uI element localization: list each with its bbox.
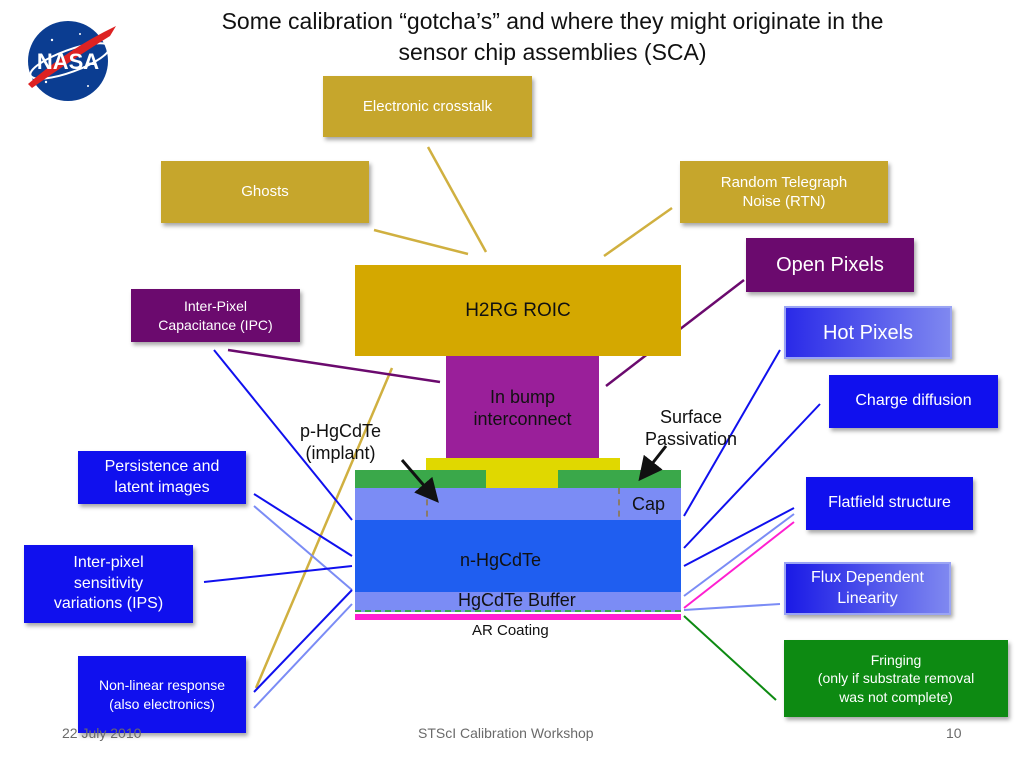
cap-label: Cap	[632, 494, 666, 514]
implant-label-1: p-HgCdTe	[300, 421, 382, 441]
flux-text-1: Flux Dependent	[811, 568, 924, 586]
line-flatfield-3	[683, 521, 795, 609]
callout-ips: Inter-pixel sensitivity variations (IPS)	[24, 545, 193, 623]
callout-rtn: Random Telegraph Noise (RTN)	[680, 161, 888, 223]
nasa-logo-graphic: NASA	[28, 21, 116, 101]
n-hgcdte-layer	[355, 520, 681, 592]
line-persistence-2	[253, 505, 353, 591]
line-nonlinear-gold	[254, 367, 394, 689]
line-ipc-blue	[213, 349, 353, 521]
line-ghosts	[373, 228, 469, 256]
footer-page-number: 10	[946, 725, 962, 741]
passivation-arrow	[638, 445, 668, 482]
bump-label-2: interconnect	[473, 409, 572, 429]
callout-charge-diffusion: Charge diffusion	[829, 375, 998, 428]
line-charge-diffusion	[683, 403, 821, 549]
implant-arrow	[400, 459, 439, 503]
line-flatfield-1	[683, 507, 795, 567]
footer-event: STScI Calibration Workshop	[418, 725, 594, 741]
electronic-crosstalk-text: Electronic crosstalk	[362, 97, 493, 115]
passivation-label-1: Surface	[660, 407, 723, 427]
callout-ghosts: Ghosts	[161, 161, 369, 223]
contact-yellow-center	[486, 458, 558, 488]
roic-label: H2RG ROIC	[465, 299, 571, 321]
ips-text-1: Inter-pixel	[73, 553, 144, 571]
line-flux	[683, 603, 781, 611]
bump-interconnect: In bump interconnect	[446, 356, 599, 458]
title-line-2: sensor chip assemblies (SCA)	[398, 39, 707, 65]
fringing-text-1: Fringing	[870, 652, 922, 669]
line-fringing	[683, 615, 777, 701]
nasa-logo: NASA	[18, 14, 118, 104]
persistence-text-1: Persistence and	[104, 457, 220, 475]
ar-coating-label: AR Coating	[472, 622, 549, 639]
callout-flatfield: Flatfield structure	[806, 477, 973, 530]
line-rtn	[603, 206, 673, 258]
ipc-text-2: Capacitance (IPC)	[158, 316, 273, 333]
flux-text-2: Linearity	[837, 589, 898, 607]
passivation-label-2: Passivation	[645, 429, 738, 449]
callout-flux-linearity: Flux Dependent Linearity	[784, 562, 951, 615]
flatfield-text: Flatfield structure	[828, 494, 951, 512]
line-nonlinear-2	[253, 603, 353, 709]
rtn-text-2: Noise (RTN)	[742, 193, 826, 210]
persistence-text-2: latent images	[114, 478, 210, 496]
nonlinear-text-2: (also electronics)	[109, 695, 215, 712]
fringing-text-3: was not complete)	[839, 688, 953, 705]
callout-hot-pixels: Hot Pixels	[784, 306, 952, 359]
hot-pixels-text: Hot Pixels	[822, 321, 914, 344]
buffer-label: HgCdTe Buffer	[458, 590, 576, 610]
ips-text-2: sensitivity	[73, 574, 144, 592]
ghosts-text: Ghosts	[241, 183, 289, 201]
line-ipc	[227, 348, 441, 384]
ipc-text-1: Inter-Pixel	[183, 298, 248, 315]
buffer-layer	[355, 592, 681, 612]
line-hot-pixels	[683, 349, 781, 517]
callout-open-pixels: Open Pixels	[746, 238, 914, 292]
title-line-1: Some calibration “gotcha’s” and where th…	[221, 8, 884, 34]
line-ips	[203, 565, 353, 583]
bump-label-1: In bump	[489, 387, 556, 407]
implant-label-2: (implant)	[305, 443, 376, 463]
callout-electronic-crosstalk: Electronic crosstalk	[323, 76, 532, 137]
line-persistence-1	[253, 493, 353, 557]
rtn-text-1: Random Telegraph	[720, 173, 848, 191]
callout-fringing: Fringing (only if substrate removal was …	[784, 640, 1008, 717]
slide-title: Some calibration “gotcha’s” and where th…	[150, 6, 955, 68]
roic-layer: H2RG ROIC	[355, 265, 681, 356]
line-flatfield-2	[683, 513, 795, 597]
passivation-label: Surface Passivation	[645, 406, 737, 450]
charge-diffusion-text: Charge diffusion	[855, 392, 972, 410]
nonlinear-text-1: Non-linear response	[98, 677, 226, 694]
callout-ipc: Inter-Pixel Capacitance (IPC)	[131, 289, 300, 342]
ips-text-3: variations (IPS)	[53, 595, 164, 613]
line-nonlinear-1	[253, 589, 353, 693]
implant-label: p-HgCdTe (implant)	[300, 420, 381, 464]
fringing-text-2: (only if substrate removal	[817, 670, 975, 687]
ar-coating-layer	[355, 614, 681, 620]
footer-date: 22 July 2010	[62, 725, 142, 741]
callout-persistence: Persistence and latent images	[78, 451, 246, 504]
n-hgcdte-label: n-HgCdTe	[460, 550, 542, 570]
line-crosstalk	[426, 146, 488, 253]
callout-nonlinear: Non-linear response (also electronics)	[78, 656, 246, 733]
open-pixels-text: Open Pixels	[776, 254, 884, 276]
cap-layer	[355, 488, 681, 520]
logo-wordmark: NASA	[37, 49, 99, 74]
